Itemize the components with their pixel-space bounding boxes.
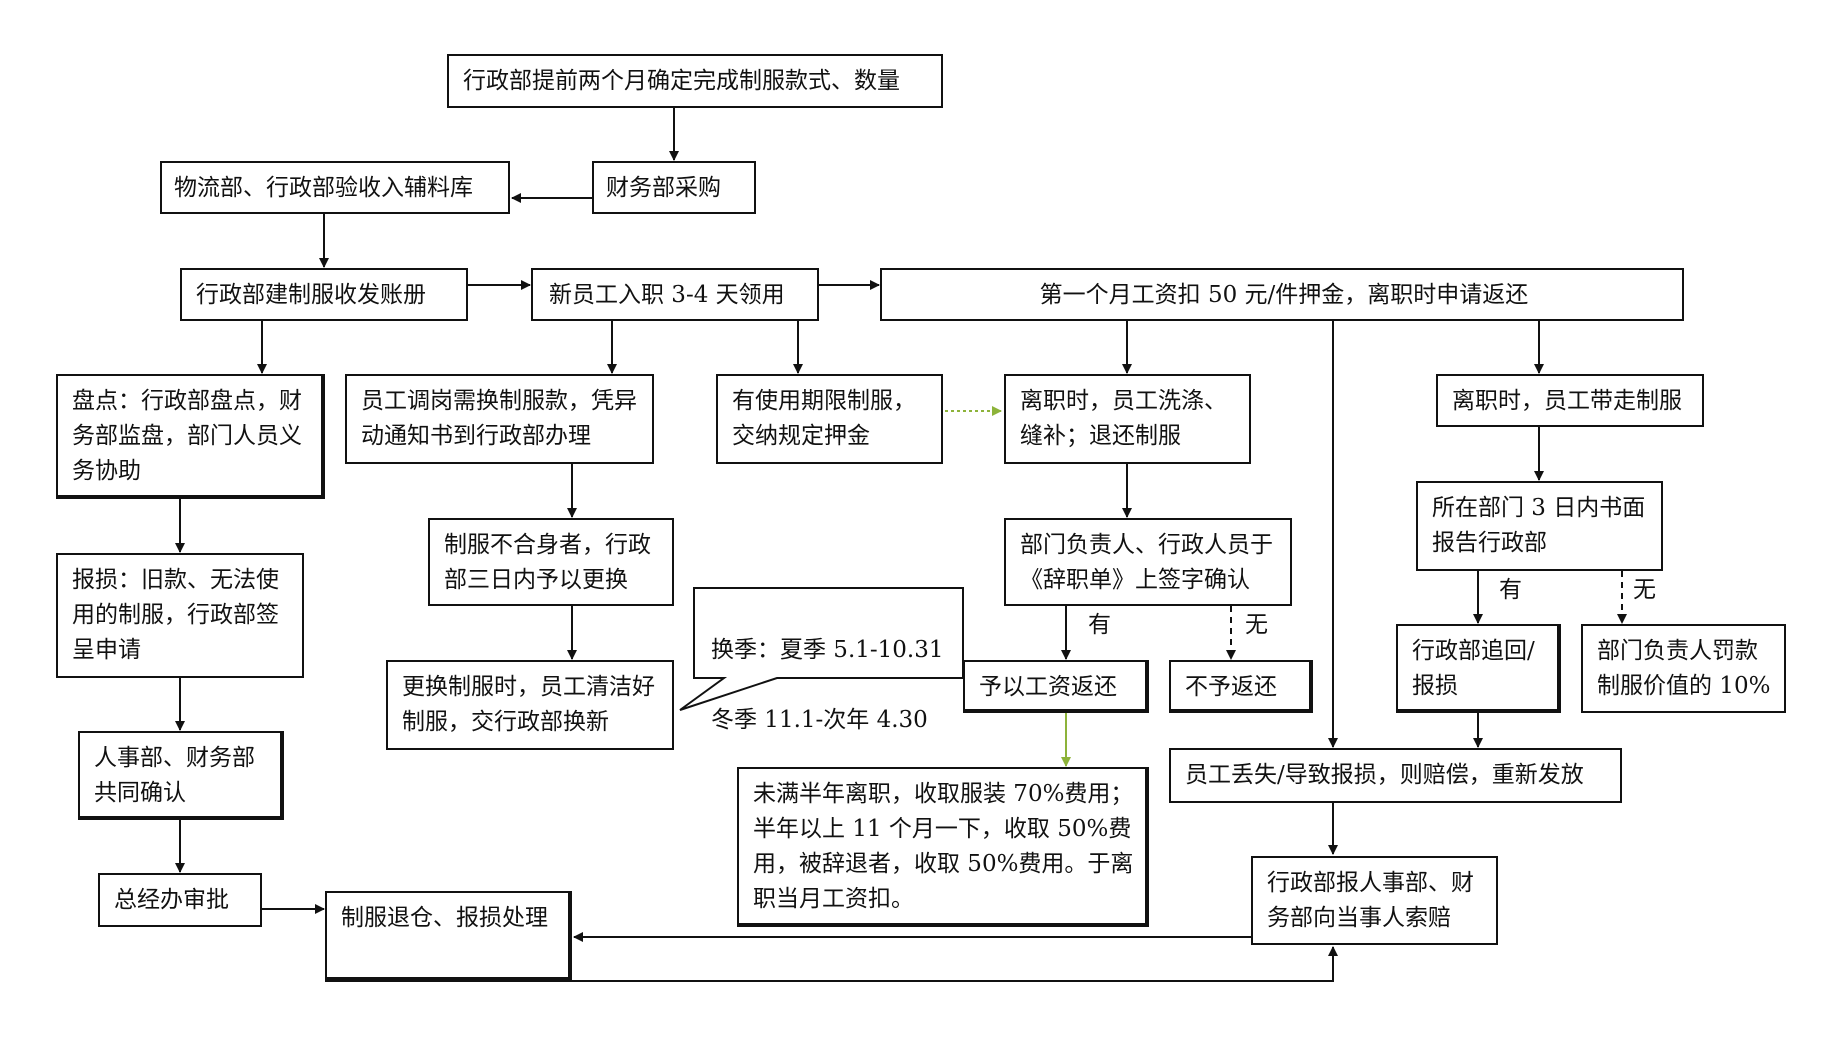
node-term-uniform-deposit: 有使用期限制服，交纳规定押金	[716, 374, 943, 464]
edge-label-no: 无	[1631, 577, 1658, 603]
callout-line-winter: 冬季 11.1-次年 4.30	[711, 707, 928, 733]
node-dept-head-fine: 部门负责人罚款制服价值的 10%	[1581, 624, 1786, 713]
node-deposit-deduction: 第一个月工资扣 50 元/件押金，离职时申请返还	[880, 268, 1684, 321]
node-admin-recover: 行政部追回/报损	[1396, 624, 1561, 713]
node-resign-wash-return: 离职时，员工洗涤、缝补；退还制服	[1004, 374, 1251, 464]
connectors	[175, 108, 1627, 982]
node-dept-report: 所在部门 3 日内书面报告行政部	[1416, 481, 1663, 571]
edge-label-yes: 有	[1086, 612, 1113, 638]
season-change-callout: 换季：夏季 5.1-10.31 冬季 11.1-次年 4.30	[711, 598, 944, 773]
node-plan-uniform-style: 行政部提前两个月确定完成制服款式、数量	[447, 54, 943, 108]
node-ill-fitting-replace: 制服不合身者，行政部三日内予以更换	[428, 518, 674, 606]
node-salary-refund: 予以工资返还	[963, 660, 1149, 713]
node-resignation-sign: 部门负责人、行政人员于《辞职单》上签字确认	[1004, 518, 1292, 606]
callout-line-summer: 换季：夏季 5.1-10.31	[711, 637, 944, 663]
node-logistics-accept: 物流部、行政部验收入辅料库	[160, 161, 510, 214]
node-lost-compensate: 员工丢失/导致报损，则赔偿，重新发放	[1169, 748, 1622, 803]
edge-label-no: 无	[1243, 612, 1270, 638]
node-transfer-change-uniform: 员工调岗需换制服款，凭异动通知书到行政部办理	[345, 374, 654, 464]
node-resign-take-uniform: 离职时，员工带走制服	[1436, 374, 1704, 427]
node-gm-approval: 总经办审批	[98, 873, 262, 927]
node-no-refund: 不予返还	[1169, 660, 1313, 713]
season-callout-bubble	[679, 587, 964, 711]
node-write-off-request: 报损：旧款、无法使用的制服，行政部签呈申请	[56, 553, 304, 678]
node-claim-compensation: 行政部报人事部、财务部向当事人索赔	[1251, 856, 1498, 945]
node-clean-and-exchange: 更换制服时，员工清洁好制服，交行政部换新	[386, 660, 674, 750]
node-return-warehouse: 制服退仓、报损处理	[325, 891, 572, 981]
node-new-employee-collect: 新员工入职 3-4 天领用	[531, 268, 819, 321]
edge-label-yes: 有	[1497, 577, 1524, 603]
node-hr-finance-confirm: 人事部、财务部共同确认	[78, 731, 284, 820]
node-fee-rules: 未满半年离职，收取服装 70%费用；半年以上 11 个月一下，收取 50%费用，…	[737, 767, 1149, 927]
arrow-return-to-claim	[325, 946, 1338, 982]
node-finance-purchase: 财务部采购	[592, 161, 756, 214]
node-uniform-ledger: 行政部建制服收发账册	[180, 268, 468, 321]
node-inventory-count: 盘点：行政部盘点，财务部监盘，部门人员义务协助	[56, 374, 325, 499]
